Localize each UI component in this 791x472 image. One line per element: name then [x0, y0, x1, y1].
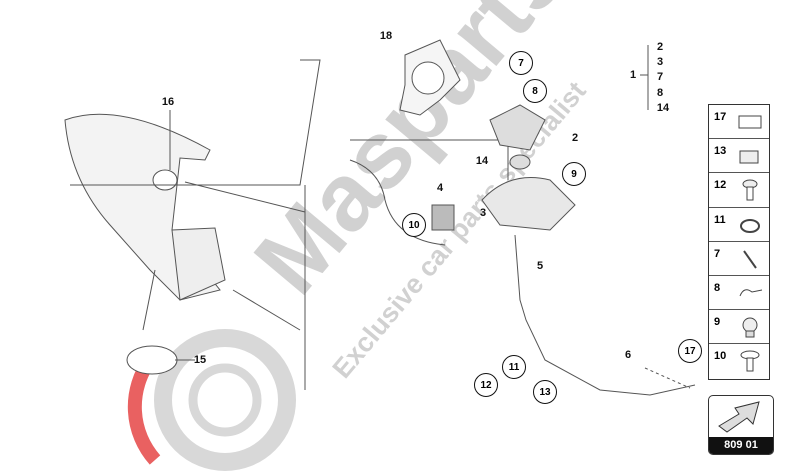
screw-icon [742, 179, 758, 201]
callout-circle-7: 7 [509, 51, 533, 75]
tree-child: 3 [656, 56, 664, 68]
callout-15: 15 [193, 354, 207, 366]
legend-row: 17 [709, 105, 769, 140]
clip-icon [738, 115, 762, 129]
tree-child: 7 [656, 71, 664, 83]
legend-row: 12 [709, 173, 769, 208]
cable-clip-icon [739, 289, 763, 297]
legend-row: 9 [709, 310, 769, 345]
pin-icon [743, 250, 757, 269]
callout-circle-11: 11 [502, 355, 526, 379]
tree-child: 8 [656, 87, 664, 99]
reference-code: 809 01 [709, 437, 773, 454]
callout-5: 5 [536, 260, 544, 272]
callout-3: 3 [479, 207, 487, 219]
callout-circle-12: 12 [474, 373, 498, 397]
bolt-icon [742, 317, 758, 338]
callout-circle-13: 13 [533, 380, 557, 404]
flange-screw-icon [740, 350, 760, 372]
parts-legend: 17 13 12 11 7 8 9 10 [708, 104, 770, 380]
nut-clip-icon [739, 150, 759, 164]
callout-4: 4 [436, 182, 444, 194]
callout-circle-17: 17 [678, 339, 702, 363]
arrow-icon [718, 401, 760, 433]
hose-clamp-icon [740, 218, 760, 233]
legend-row: 13 [709, 139, 769, 174]
callout-2: 2 [571, 132, 579, 144]
tree-parent: 1 [629, 69, 637, 81]
callout-6: 6 [624, 349, 632, 361]
reference-navigation-button[interactable]: 809 01 [708, 395, 774, 455]
legend-row: 10 [709, 344, 769, 378]
legend-row: 7 [709, 242, 769, 276]
body-panel-drawing [64, 39, 696, 396]
brake-disc-logo [127, 329, 296, 471]
callout-circle-10: 10 [402, 213, 426, 237]
tree-child: 2 [656, 41, 664, 53]
callout-circle-9: 9 [562, 162, 586, 186]
callout-circle-8: 8 [523, 79, 547, 103]
tree-child: 14 [656, 102, 670, 114]
legend-row: 11 [709, 208, 769, 242]
legend-row: 8 [709, 276, 769, 311]
callout-16: 16 [161, 96, 175, 108]
callout-14: 14 [475, 155, 489, 167]
callout-18: 18 [379, 30, 393, 42]
